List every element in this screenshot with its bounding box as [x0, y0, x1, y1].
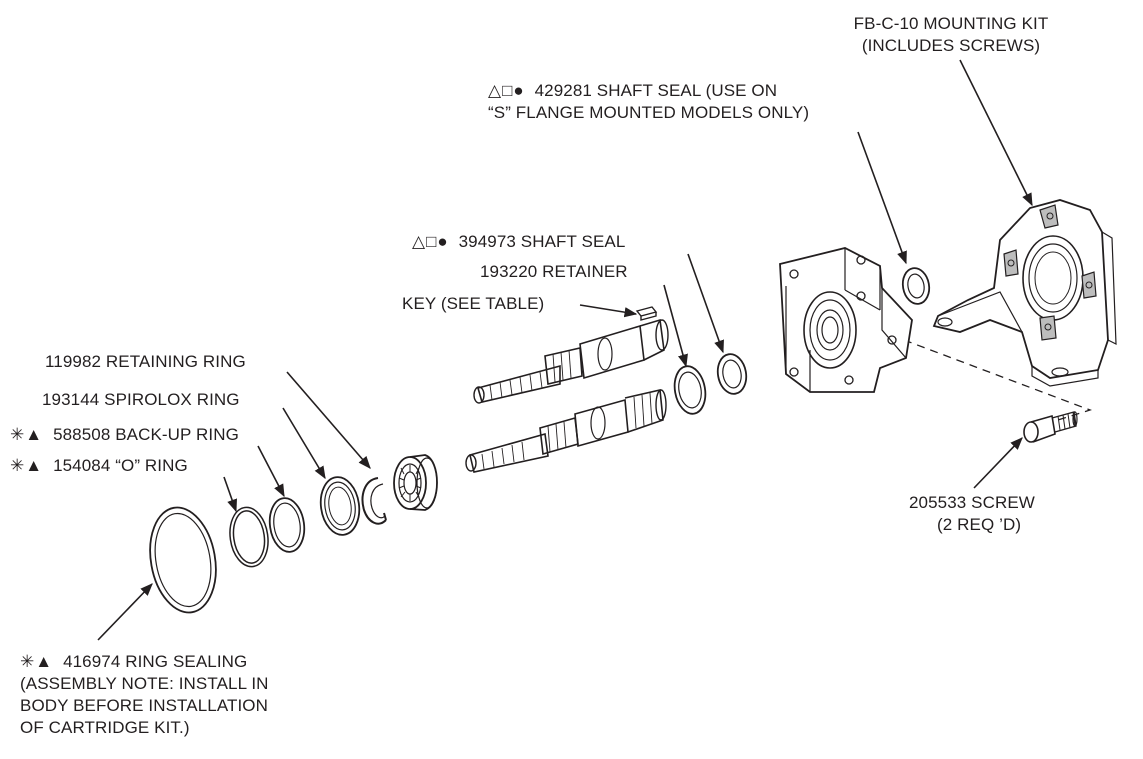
o-ring-symbols: ✳▲	[10, 456, 44, 475]
leader-key	[579, 304, 638, 318]
label-retaining-ring: 119982 RETAINING RING	[45, 352, 246, 371]
o-ring-part	[229, 506, 269, 568]
label-spirolox-ring: 193144 SPIROLOX RING	[42, 390, 240, 409]
leader-mounting-kit	[959, 59, 1033, 207]
upper-shaft-part	[473, 318, 669, 404]
shaft-seal-s-symbols: △□●	[488, 81, 525, 100]
label-shaft-seal-s-flange: △□● 429281 SHAFT SEAL (USE ON “S” FLANGE …	[488, 80, 809, 124]
ring-sealing-line4: OF CARTRIDGE KIT.)	[20, 718, 190, 737]
screw-alignment-dashed-line	[903, 339, 1092, 421]
label-shaft-seal: △□● 394973 SHAFT SEAL	[412, 231, 625, 253]
lower-shaft-part	[465, 389, 667, 473]
label-key: KEY (SEE TABLE)	[402, 294, 545, 313]
spirolox-ring-part	[319, 476, 361, 536]
bearing-part	[393, 454, 438, 511]
retaining-ring-part	[361, 477, 387, 525]
leader-o-ring	[223, 476, 237, 513]
leader-ring-sealing	[97, 583, 153, 641]
label-ring-sealing: ✳▲ 416974 RING SEALING (ASSEMBLY NOTE: IN…	[20, 651, 269, 739]
shaft-seal-symbols: △□●	[412, 232, 449, 251]
leader-spirolox-ring	[282, 407, 326, 480]
label-retainer: 193220 RETAINER	[480, 262, 628, 281]
backup-ring-text: 588508 BACK-UP RING	[53, 425, 239, 444]
ring-sealing-line3: BODY BEFORE INSTALLATION	[20, 696, 269, 715]
shaft-seal-s-line1: 429281 SHAFT SEAL (USE ON	[534, 81, 778, 100]
body-housing-part	[779, 247, 913, 393]
ring-sealing-line2: (ASSEMBLY NOTE: INSTALL IN	[20, 674, 269, 693]
retainer-part	[673, 365, 707, 415]
label-o-ring: ✳▲ 154084 “O” RING	[10, 455, 188, 477]
backup-ring-part	[268, 497, 306, 553]
shaft-seal-s-flange-part	[901, 267, 931, 305]
leader-backup-ring	[257, 445, 285, 498]
backup-ring-symbols: ✳▲	[10, 425, 44, 444]
leader-screw	[973, 437, 1023, 489]
leader-shaft-seal	[687, 253, 724, 354]
shaft-seal-part	[716, 353, 748, 395]
shaft-seal-s-line2: “S” FLANGE MOUNTED MODELS ONLY)	[488, 103, 810, 122]
ring-sealing-line1: 416974 RING SEALING	[63, 652, 248, 671]
label-mounting-kit: FB-C-10 MOUNTING KIT (INCLUDES SCREWS)	[846, 13, 1056, 57]
screw-line2: (2 REQ ’D)	[937, 515, 1022, 534]
leader-retaining-ring	[286, 371, 371, 469]
leader-retainer	[663, 284, 688, 368]
key-part	[635, 306, 658, 321]
o-ring-text: 154084 “O” RING	[53, 456, 188, 475]
shaft-seal-text: 394973 SHAFT SEAL	[458, 232, 626, 251]
leader-shaft-seal-s	[857, 131, 907, 265]
label-screw: 205533 SCREW (2 REQ ’D)	[909, 492, 1035, 536]
screw-part	[1023, 411, 1078, 443]
mounting-kit-line1: FB-C-10 MOUNTING KIT	[853, 14, 1049, 33]
mounting-bracket-part	[932, 199, 1117, 387]
mounting-kit-line2: (INCLUDES SCREWS)	[861, 36, 1041, 55]
ring-sealing-part	[149, 506, 217, 614]
screw-line1: 205533 SCREW	[909, 493, 1035, 512]
label-backup-ring: ✳▲ 588508 BACK-UP RING	[10, 424, 239, 446]
ring-sealing-symbols: ✳▲	[20, 652, 54, 671]
